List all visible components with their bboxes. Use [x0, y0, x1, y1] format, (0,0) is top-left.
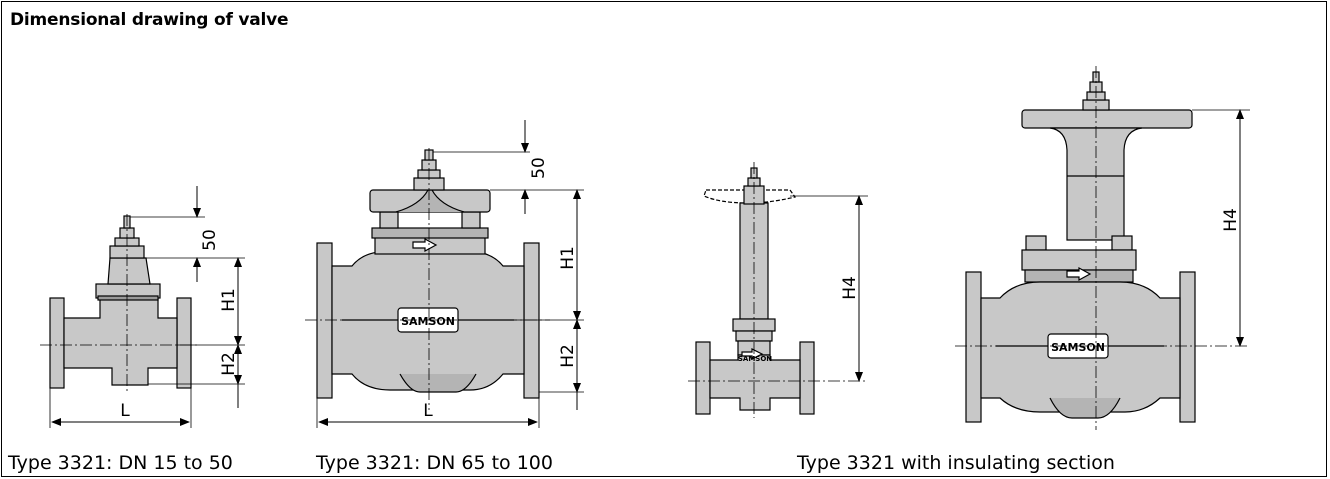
dim-50-small: 50 — [200, 229, 220, 251]
dim-h2-small: H2 — [219, 352, 239, 376]
caption-large-valve: Type 3321: DN 65 to 100 — [316, 452, 553, 474]
valve-large — [316, 149, 540, 399]
dim-h4-insulated-small: H4 — [840, 276, 860, 300]
samson-logo-insulated-small: SAMSON — [738, 355, 772, 363]
drawing-title: Dimensional drawing of valve — [10, 10, 289, 30]
valve-large-dims — [318, 120, 581, 426]
dim-h1-large: H1 — [558, 246, 578, 270]
valve-small — [49, 215, 192, 389]
caption-small-valve: Type 3321: DN 15 to 50 — [8, 452, 233, 474]
samson-logo-large: SAMSON — [401, 315, 455, 328]
valve-insulated-small — [695, 167, 815, 415]
valve-insulated-large — [965, 71, 1196, 423]
dim-h4-insulated-large: H4 — [1221, 208, 1241, 232]
dim-50-large: 50 — [529, 157, 549, 179]
valve-small-lines — [40, 214, 245, 428]
caption-insulating-section: Type 3321 with insulating section — [797, 452, 1115, 474]
samson-logo-insulated-large: SAMSON — [1051, 341, 1105, 354]
dim-h2-large: H2 — [558, 344, 578, 368]
valve-small-dims — [51, 186, 242, 426]
dim-h1-small: H1 — [219, 288, 239, 312]
dim-l-large: L — [423, 401, 433, 421]
dim-l-small: L — [120, 401, 130, 421]
